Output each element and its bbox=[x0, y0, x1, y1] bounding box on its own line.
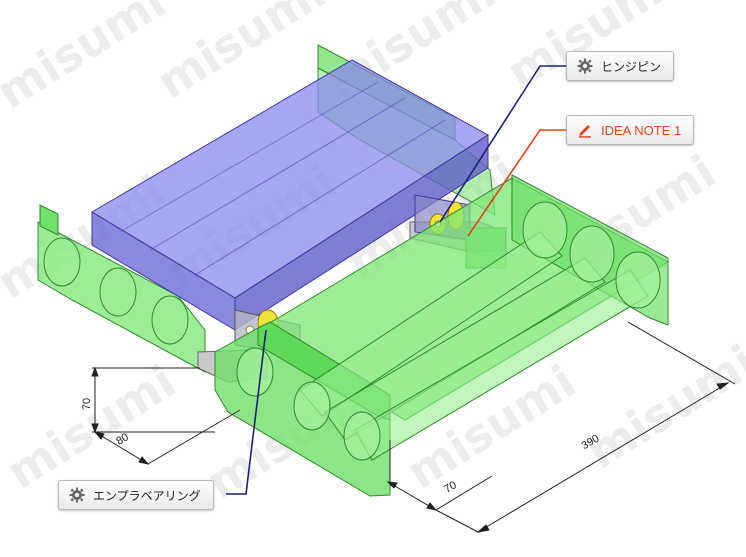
callout-hinge-pin-label: ヒンジピン bbox=[601, 59, 662, 74]
leader-hinge-pin bbox=[439, 65, 566, 223]
callout-hinge-pin[interactable]: ヒンジピン bbox=[566, 51, 675, 81]
left-front-end-plate bbox=[39, 204, 59, 236]
roller-2 bbox=[324, 257, 606, 441]
front-roller-end-2 bbox=[293, 381, 331, 431]
dimension-lines bbox=[91, 321, 736, 533]
svg-text:misumi: misumi bbox=[0, 0, 175, 119]
right-unit bbox=[214, 174, 670, 497]
pencil-icon bbox=[579, 125, 591, 138]
callout-bearing-label: エンプラベアリング bbox=[93, 488, 201, 503]
callout-bearing[interactable]: エンプラベアリング bbox=[58, 480, 214, 510]
callout-idea-note[interactable]: IDEA NOTE 1 bbox=[566, 115, 695, 145]
right-roller-end-1 bbox=[522, 201, 568, 259]
leader-idea-note bbox=[467, 129, 566, 237]
dim-depth-left: 80 bbox=[114, 431, 131, 448]
left-unit bbox=[37, 44, 496, 373]
leader-bearing bbox=[226, 329, 267, 495]
front-roller-end-3 bbox=[343, 411, 381, 461]
gear-icon bbox=[577, 58, 593, 74]
dim-gap-bottom: 70 bbox=[442, 479, 459, 496]
left-front-roller-end-1 bbox=[43, 237, 81, 287]
callout-idea-note-label: IDEA NOTE 1 bbox=[601, 122, 682, 138]
gear-icon bbox=[69, 487, 85, 503]
left-front-roller-end-3 bbox=[151, 295, 189, 345]
svg-text:misumi: misumi bbox=[497, 0, 685, 99]
right-roller-end-3 bbox=[615, 251, 661, 309]
front-roller-end-1 bbox=[236, 347, 274, 397]
right-roller-end-2 bbox=[569, 225, 615, 283]
leader-lines bbox=[226, 65, 566, 495]
left-front-roller-end-2 bbox=[99, 267, 137, 317]
dim-height-left: 70 bbox=[81, 398, 93, 410]
